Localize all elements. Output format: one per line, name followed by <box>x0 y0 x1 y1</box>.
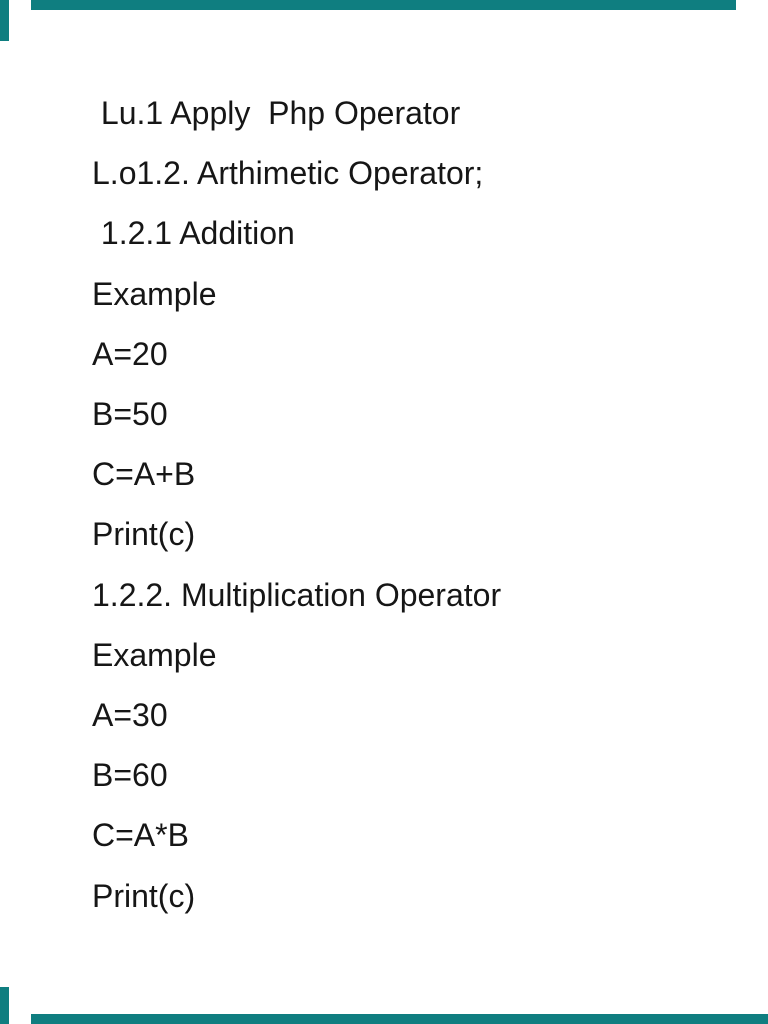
label-example-1: Example <box>92 275 217 312</box>
viewer-edge-top-bar <box>31 0 736 10</box>
code-line-print-1: Print(c) <box>92 516 196 553</box>
heading-addition: 1.2.1 Addition <box>92 215 295 252</box>
heading-arithmetic-operator: L.o1.2. Arthimetic Operator; <box>92 155 484 192</box>
label-example-2: Example <box>92 636 217 673</box>
document-text-block: Lu.1 Apply Php Operator L.o1.2. Arthimet… <box>92 83 732 926</box>
heading-multiplication: 1.2.2. Multiplication Operator <box>92 576 502 613</box>
viewer-edge-left-top-strip <box>0 0 9 41</box>
viewer-edge-bottom-bar <box>31 1014 768 1024</box>
code-line-c-product: C=A*B <box>92 817 189 854</box>
code-line-a-30: A=30 <box>92 697 168 734</box>
code-line-print-2: Print(c) <box>92 877 196 914</box>
code-line-c-sum: C=A+B <box>92 456 196 493</box>
viewer-edge-left-bottom-strip <box>0 987 9 1024</box>
code-line-b-60: B=60 <box>92 757 168 794</box>
code-line-b-50: B=50 <box>92 396 168 433</box>
heading-lesson-unit: Lu.1 Apply Php Operator <box>92 95 461 131</box>
code-line-a-20: A=20 <box>92 335 168 372</box>
